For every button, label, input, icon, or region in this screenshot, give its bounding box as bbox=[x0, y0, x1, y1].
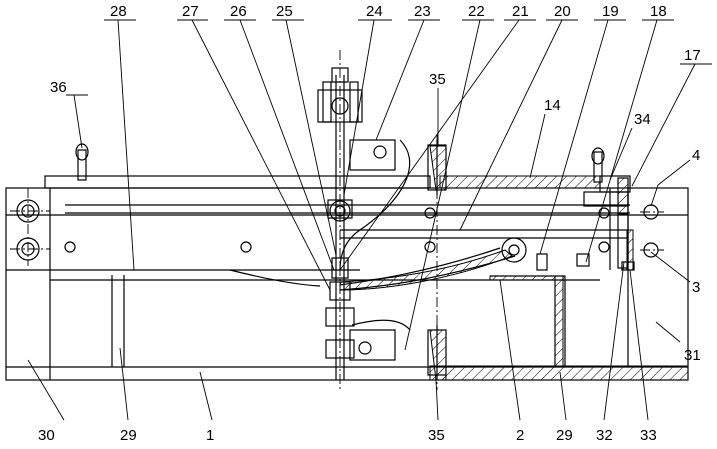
label-24: 24 bbox=[366, 3, 383, 20]
label-36: 36 bbox=[50, 79, 67, 96]
label-32: 32 bbox=[596, 427, 613, 444]
label-4: 4 bbox=[692, 147, 700, 164]
label-22: 22 bbox=[468, 3, 485, 20]
label-14: 14 bbox=[544, 97, 561, 114]
label-18: 18 bbox=[650, 3, 667, 20]
label-27: 27 bbox=[182, 3, 199, 20]
hatch-top-right bbox=[440, 176, 600, 188]
hatch-bottom bbox=[430, 366, 688, 380]
label-28: 28 bbox=[110, 3, 127, 20]
label-1: 1 bbox=[206, 427, 214, 444]
hatched-sections bbox=[340, 146, 688, 380]
top-plate bbox=[45, 176, 430, 188]
label-21: 21 bbox=[512, 3, 529, 20]
label-3: 3 bbox=[692, 279, 700, 296]
label-17: 17 bbox=[684, 47, 701, 64]
label-23: 23 bbox=[414, 3, 431, 20]
label-26: 26 bbox=[230, 3, 247, 20]
label-33: 33 bbox=[640, 427, 657, 444]
label-30: 30 bbox=[38, 427, 55, 444]
label-29-left: 29 bbox=[120, 427, 137, 444]
label-25: 25 bbox=[276, 3, 293, 20]
label-35-bottom: 35 bbox=[428, 427, 445, 444]
label-29-right: 29 bbox=[556, 427, 573, 444]
label-2: 2 bbox=[516, 427, 524, 444]
label-19: 19 bbox=[602, 3, 619, 20]
label-31: 31 bbox=[684, 347, 701, 364]
label-20: 20 bbox=[554, 3, 571, 20]
label-34: 34 bbox=[634, 111, 651, 128]
frame-lines bbox=[6, 68, 688, 380]
label-35-top: 35 bbox=[429, 71, 446, 88]
